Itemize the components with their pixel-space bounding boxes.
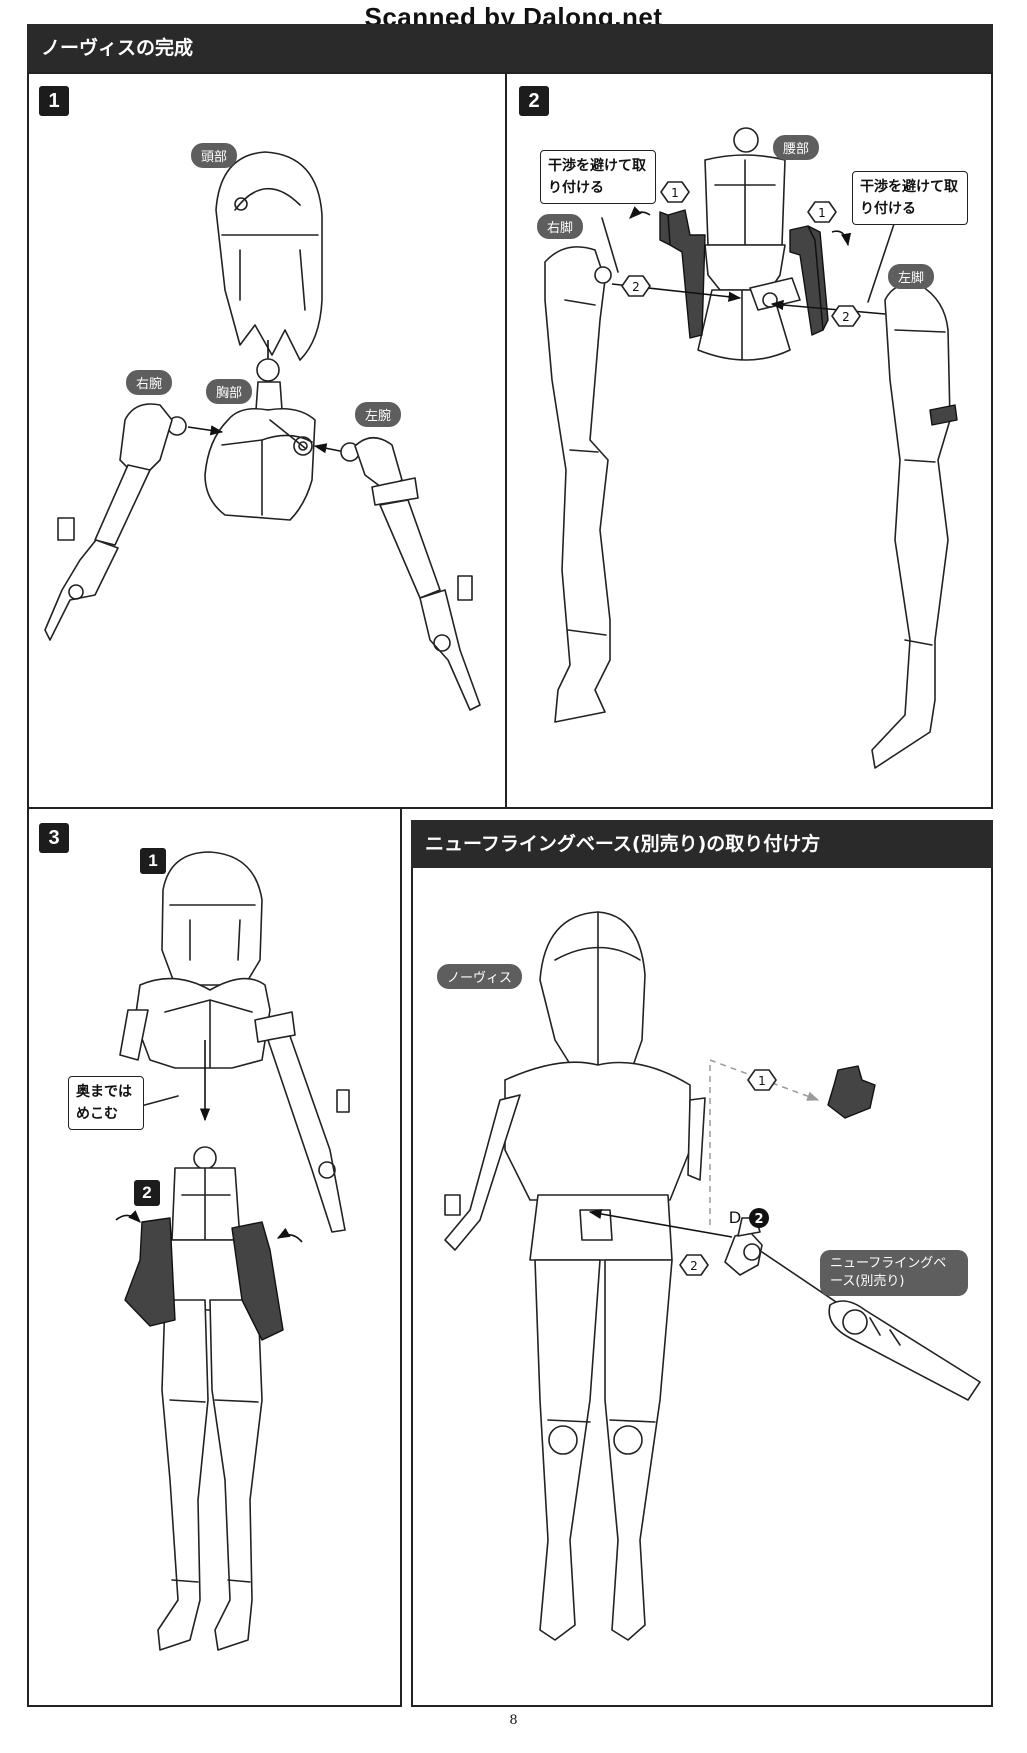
step2-rotate-arrow-left bbox=[831, 230, 852, 247]
svg-text:1: 1 bbox=[758, 1074, 766, 1088]
step2-rotate-arrow-right bbox=[629, 206, 651, 219]
label-waist: 腰部 bbox=[773, 135, 820, 160]
step2-skirt-armor-right bbox=[659, 209, 706, 339]
callout-avoid-interference-left: 干渉を避けて取り付ける bbox=[540, 150, 656, 204]
step3-upper-body-part bbox=[119, 851, 350, 1233]
label-chest: 胸部 bbox=[206, 379, 253, 404]
step2-callout-line-right bbox=[867, 214, 898, 303]
step1-head-part bbox=[215, 151, 323, 361]
label-left-leg: 左脚 bbox=[888, 264, 935, 289]
label-left-arm: 左腕 bbox=[355, 402, 402, 427]
step-1-number: 1 bbox=[39, 86, 69, 116]
step2-mark-1-left: 1 bbox=[660, 181, 690, 203]
step2-arrow-left-leg bbox=[770, 299, 886, 315]
base-figure-back-view bbox=[444, 911, 706, 1641]
base-part-number: 2 bbox=[754, 1212, 763, 1227]
svg-text:2: 2 bbox=[632, 280, 640, 294]
step3-skirt-armor-left bbox=[231, 1221, 284, 1341]
step2-mark-2-left: 2 bbox=[621, 275, 651, 297]
section-title-flying-base: ニューフライングベース(別売り)の取り付け方 bbox=[411, 820, 993, 868]
base-joint-part-original bbox=[827, 1065, 876, 1119]
step1-right-arm-part bbox=[44, 403, 187, 641]
label-right-leg: 右脚 bbox=[537, 214, 584, 239]
label-novis: ノーヴィス bbox=[437, 964, 523, 989]
label-right-arm: 右腕 bbox=[126, 370, 173, 395]
step2-callout-line-left bbox=[601, 217, 619, 273]
label-flying-base: ニューフライングベース(別売り) bbox=[820, 1250, 968, 1296]
step2-waist-part bbox=[697, 127, 801, 361]
step2-skirt-armor-left bbox=[789, 225, 829, 336]
base-mark-1: 1 bbox=[747, 1069, 777, 1091]
callout-push-all-the-way: 奥まではめこむ bbox=[68, 1076, 144, 1130]
step-2-number: 2 bbox=[519, 86, 549, 116]
step-3-number: 3 bbox=[39, 823, 69, 853]
step1-left-arm-part bbox=[340, 436, 481, 711]
step2-mark-2-right: 2 bbox=[831, 305, 861, 327]
page-number: 8 bbox=[509, 1713, 518, 1728]
base-stick-part bbox=[828, 1300, 981, 1401]
base-arrow-insert bbox=[588, 1208, 733, 1238]
callout-avoid-interference-right: 干渉を避けて取り付ける bbox=[852, 171, 968, 225]
base-joint-part-d2 bbox=[724, 1217, 763, 1276]
svg-text:1: 1 bbox=[671, 186, 679, 200]
svg-text:1: 1 bbox=[818, 206, 826, 220]
label-head: 頭部 bbox=[191, 143, 238, 168]
step3-rotate-arrow-right bbox=[115, 1210, 141, 1223]
step1-chest-part bbox=[204, 358, 316, 521]
section-title-completion: ノーヴィスの完成 bbox=[27, 24, 993, 72]
step3-callout-line bbox=[140, 1095, 179, 1107]
base-dashed-arrow-swap bbox=[709, 1058, 820, 1225]
step1-arrow-right-arm bbox=[187, 425, 224, 436]
svg-text:2: 2 bbox=[690, 1259, 698, 1273]
base-mark-2: 2 bbox=[679, 1254, 709, 1276]
base-part-letter: D bbox=[729, 1208, 741, 1227]
step1-arrow-left-arm bbox=[313, 443, 346, 454]
base-part-number-circle bbox=[749, 1208, 769, 1228]
step-3-sub-1: 1 bbox=[140, 848, 166, 874]
step2-left-leg-part bbox=[871, 283, 958, 769]
step3-rotate-arrow-left bbox=[276, 1227, 303, 1243]
svg-text:2: 2 bbox=[842, 310, 850, 324]
step2-mark-1-right: 1 bbox=[807, 201, 837, 223]
step2-right-leg-part bbox=[544, 246, 612, 723]
step3-lower-body-part bbox=[157, 1146, 263, 1651]
step3-skirt-armor-right bbox=[124, 1217, 176, 1327]
step-3-sub-2: 2 bbox=[134, 1180, 160, 1206]
